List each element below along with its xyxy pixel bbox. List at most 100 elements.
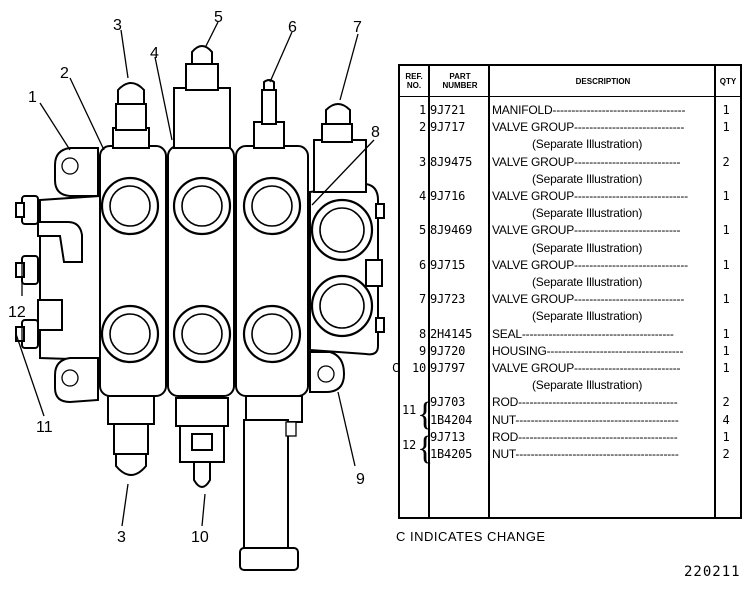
ref-no-cell: 5	[418, 223, 426, 238]
qty-cell: 2	[722, 447, 730, 461]
part-number-cell: 9J716	[430, 189, 466, 203]
table-row: (Separate Illustration)	[400, 308, 740, 325]
qty-cell: 1	[722, 103, 730, 117]
leader-lines	[15, 21, 375, 527]
table-row: (Separate Illustration)	[400, 240, 740, 257]
table-row: 7 9J723 VALVE GROUP-----------------------…	[400, 291, 740, 308]
table-row: (Separate Illustration)	[400, 377, 740, 394]
description-cell: VALVE GROUP----------------------------	[492, 154, 681, 169]
qty-cell: 2	[722, 154, 730, 169]
table-row: (Separate Illustration)	[400, 205, 740, 222]
callout-8: 8	[371, 124, 380, 141]
table-row: 6 9J715 VALVE GROUP-----------------------…	[400, 257, 740, 274]
part-number-cell: 9J703	[430, 395, 466, 410]
figure-number: 220211	[684, 564, 741, 580]
description-cell: ROD-------------------------------------…	[492, 395, 678, 410]
part-number-cell: 1B4204	[430, 412, 473, 427]
description-cell: SEAL------------------------------------…	[492, 326, 674, 341]
description-note: (Separate Illustration)	[532, 171, 643, 186]
callout-3-top: 3	[113, 17, 122, 34]
description-cell: HOUSING---------------------------------…	[492, 343, 684, 358]
callout-4: 4	[150, 45, 159, 62]
description-note: (Separate Illustration)	[532, 309, 643, 324]
ref-no-cell: 2	[418, 120, 426, 135]
ref-no-cell: 6	[418, 257, 426, 272]
table-row: 5 8J9469 VALVE GROUP----------------------…	[400, 222, 740, 239]
description-note: (Separate Illustration)	[532, 206, 643, 221]
group-brace-12: {	[417, 430, 434, 467]
description-cell: VALVE GROUP-----------------------------	[492, 120, 685, 135]
description-note: (Separate Illustration)	[532, 137, 643, 152]
table-row: 8 2H4145 SEAL-----------------------------…	[400, 326, 740, 343]
callout-10: 10	[191, 529, 209, 546]
column-divider	[714, 66, 716, 517]
header-qty: QTY	[719, 76, 737, 86]
table-row: C 10 9J797 VALVE GROUP---------------------…	[392, 360, 740, 377]
description-cell: NUT-------------------------------------…	[492, 447, 679, 461]
description-cell: ROD-------------------------------------…	[492, 429, 678, 444]
part-number-cell: 9J717	[430, 120, 466, 135]
qty-cell: 1	[722, 120, 730, 135]
qty-cell: 1	[722, 429, 730, 444]
callout-9: 9	[356, 471, 365, 488]
qty-cell: 1	[722, 292, 730, 307]
column-divider	[428, 66, 430, 517]
description-cell: VALVE GROUP-----------------------------…	[492, 189, 688, 203]
qty-cell: 4	[722, 412, 730, 427]
ref-no-cell: 9	[418, 343, 426, 358]
valve-section-3	[235, 79, 309, 571]
valve-assembly-drawing: 1 2 3 4 5 6 7 8 9 10 11 12 3	[8, 9, 385, 571]
part-number-cell: 8J9475	[430, 154, 473, 169]
ref-no-cell: 10	[411, 361, 426, 375]
part-number-cell: 8J9469	[430, 223, 473, 238]
description-cell: VALVE GROUP----------------------------	[492, 223, 681, 238]
qty-cell: 1	[722, 257, 730, 272]
callout-3-bottom: 3	[117, 529, 126, 546]
qty-cell: 1	[722, 189, 730, 203]
part-number-cell: 9J713	[430, 429, 466, 444]
description-cell: VALVE GROUP-----------------------------	[492, 292, 685, 307]
qty-cell: 1	[722, 361, 730, 375]
callout-6: 6	[288, 19, 297, 36]
table-row: (Separate Illustration)	[400, 171, 740, 188]
header-description: DESCRIPTION	[575, 76, 631, 86]
callout-7: 7	[353, 19, 362, 36]
part-number-cell: 2H4145	[430, 326, 473, 341]
qty-cell: 2	[722, 395, 730, 410]
part-number-cell: 9J797	[430, 361, 466, 375]
callout-1: 1	[28, 89, 37, 106]
valve-section-1	[99, 82, 167, 476]
qty-cell: 1	[722, 223, 730, 238]
callout-12: 12	[8, 304, 26, 321]
ref-no-cell: 7	[418, 292, 426, 307]
qty-cell: 1	[722, 343, 730, 358]
description-note: (Separate Illustration)	[532, 378, 643, 393]
description-cell: VALVE GROUP-----------------------------…	[492, 257, 688, 272]
table-row: (Separate Illustration)	[400, 274, 740, 291]
valve-section-4	[309, 103, 385, 393]
callout-11: 11	[36, 419, 53, 436]
description-note: (Separate Illustration)	[532, 240, 643, 255]
ref-no-cell: 4	[418, 189, 426, 203]
callout-labels: 1 2 3 4 5 6 7 8 9 10 11 12 3	[8, 9, 380, 546]
callout-5: 5	[214, 9, 223, 26]
manifold	[37, 147, 101, 404]
description-cell: MANIFOLD--------------------------------…	[492, 103, 686, 117]
table-row: 1B4204 NUT-------------------------------…	[400, 412, 740, 429]
change-marker: C	[392, 361, 400, 375]
part-number-cell: 1B4205	[430, 447, 473, 461]
group-brace-11: {	[417, 396, 434, 433]
ref-no-cell: 12	[401, 437, 416, 452]
part-number-cell: 9J723	[430, 292, 466, 307]
table-row: (Separate Illustration)	[400, 136, 740, 153]
callout-2: 2	[60, 65, 69, 82]
description-cell: VALVE GROUP----------------------------	[492, 361, 681, 375]
part-number-cell: 9J715	[430, 257, 466, 272]
ref-no-cell: 8	[418, 326, 426, 341]
description-cell: NUT-------------------------------------…	[492, 412, 679, 427]
